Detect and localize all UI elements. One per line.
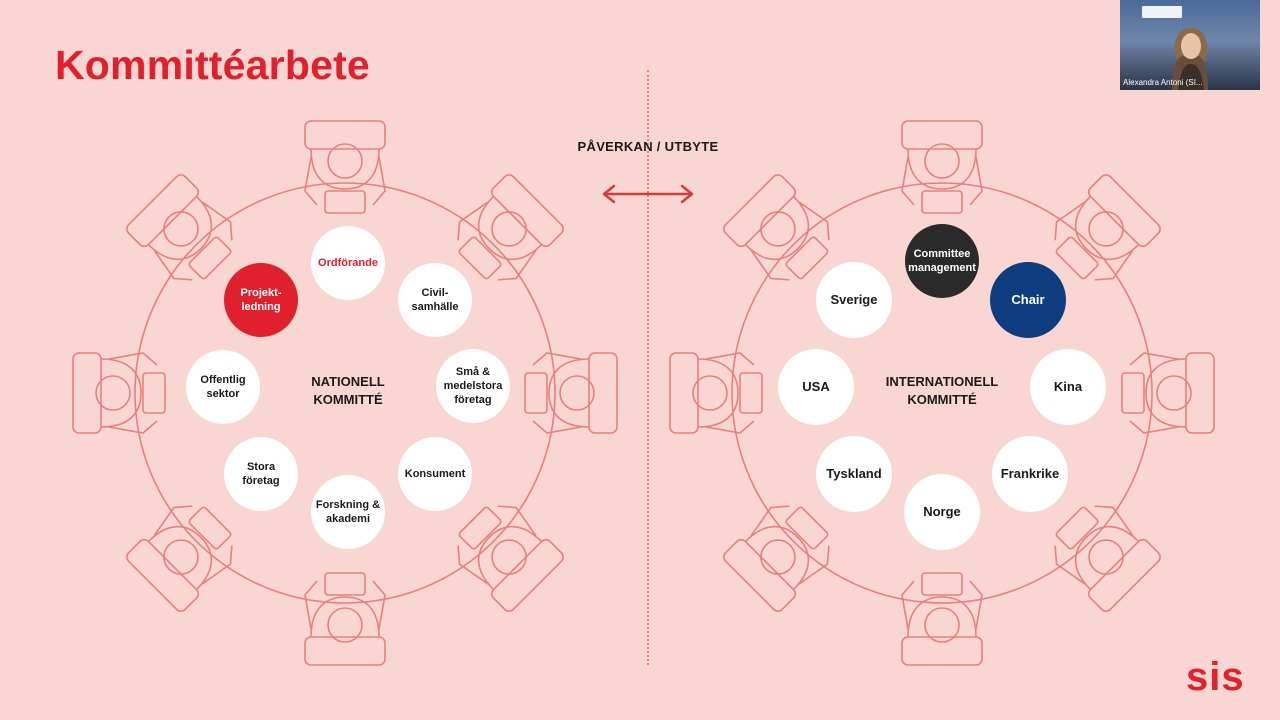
participant-name: Alexandra Antoni (SI...	[1123, 78, 1203, 87]
national-seated-person-3	[524, 352, 618, 434]
sis-logo: sis	[1186, 655, 1245, 699]
international-seated-person-6	[723, 505, 830, 612]
international-seated-person-3	[1121, 352, 1215, 434]
participant-avatar-icon	[1172, 28, 1208, 90]
national-seated-person-5	[304, 572, 386, 666]
national-role-konsument: Konsument	[398, 437, 472, 511]
exchange-label: PÅVERKAN / UTBYTE	[577, 139, 719, 154]
international-role-committee-management: Committee management	[905, 224, 979, 298]
national-role-forskning-akademi: Forskning & akademi	[311, 475, 385, 549]
international-round-table	[731, 182, 1153, 604]
national-seated-person-6	[126, 505, 233, 612]
international-seated-person-8	[723, 174, 830, 281]
national-role-sma-medelstora-foretag: Små & medelstora företag	[436, 349, 510, 423]
international-role-chair: Chair	[990, 262, 1066, 338]
national-seated-person-8	[126, 174, 233, 281]
international-seated-person-5	[901, 572, 983, 666]
international-seated-person-7	[669, 352, 763, 434]
national-role-civil-samhalle: Civil- samhälle	[398, 263, 472, 337]
international-role-sverige: Sverige	[816, 262, 892, 338]
national-seated-person-7	[72, 352, 166, 434]
international-role-norge: Norge	[904, 474, 980, 550]
participant-video-thumbnail[interactable]: Alexandra Antoni (SI...	[1120, 0, 1260, 90]
center-divider	[647, 70, 649, 665]
national-role-ordforande: Ordförande	[311, 226, 385, 300]
international-committee-label: INTERNATIONELL KOMMITTÉ	[885, 374, 999, 407]
international-seated-person-4	[1054, 505, 1161, 612]
international-role-usa: USA	[778, 349, 854, 425]
national-seated-person-1	[304, 120, 386, 214]
international-role-kina: Kina	[1030, 349, 1106, 425]
national-role-projekt-ledning: Projekt- ledning	[224, 263, 298, 337]
national-seated-person-4	[457, 505, 564, 612]
national-role-stora-foretag: Stora företag	[224, 437, 298, 511]
international-seated-person-2	[1054, 174, 1161, 281]
national-seated-person-2	[457, 174, 564, 281]
slide-title: Kommittéarbete	[55, 42, 370, 88]
national-committee-label: NATIONELL KOMMITTÉ	[311, 374, 385, 407]
webcam-background-logo	[1142, 6, 1182, 18]
national-role-offentlig-sektor: Offentlig sektor	[186, 350, 260, 424]
international-role-tyskland: Tyskland	[816, 436, 892, 512]
double-arrow-icon	[602, 184, 694, 204]
international-role-frankrike: Frankrike	[992, 436, 1068, 512]
national-round-table	[134, 182, 556, 604]
international-seated-person-1	[901, 120, 983, 214]
